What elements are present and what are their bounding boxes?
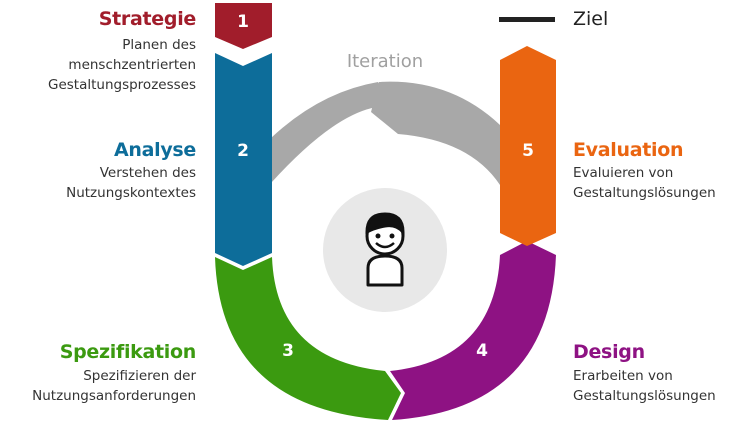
phase-4-shape bbox=[390, 241, 556, 420]
phase-2-desc-line1: Verstehen des bbox=[99, 165, 196, 181]
user-icon bbox=[365, 212, 405, 287]
phase-1-desc-line1: Planen des bbox=[122, 37, 196, 53]
phase-2-title: Analyse bbox=[113, 139, 196, 161]
phase-4-number: 4 bbox=[476, 341, 488, 361]
phase-1-desc-line3: Gestaltungsprozesses bbox=[47, 77, 196, 93]
phase-2-number: 2 bbox=[237, 141, 249, 161]
phase-1-shape bbox=[215, 3, 272, 49]
iteration-arc-right bbox=[371, 81, 500, 185]
ziel-marker bbox=[499, 17, 555, 22]
phase-5-desc-line2: Gestaltungslösungen bbox=[573, 185, 716, 201]
phase-5-number: 5 bbox=[522, 141, 534, 161]
phase-4-title: Design bbox=[573, 341, 645, 363]
iteration-label: Iteration bbox=[347, 51, 423, 72]
phase-3-desc-line2: Nutzungsanforderungen bbox=[32, 388, 196, 404]
phase-3-shape bbox=[215, 257, 401, 420]
phase-5-desc-line1: Evaluieren von bbox=[573, 165, 674, 181]
iteration-arc-left bbox=[271, 82, 394, 183]
phase-3-title: Spezifikation bbox=[59, 341, 197, 363]
phase-1-number: 1 bbox=[237, 12, 249, 32]
phase-1-title: Strategie bbox=[98, 8, 197, 30]
phase-2-desc-line2: Nutzungskontextes bbox=[66, 185, 196, 201]
phase-3-desc-line1: Spezifizieren der bbox=[83, 368, 196, 384]
ziel-label: Ziel bbox=[573, 8, 609, 30]
phase-1-desc-line2: menschzentrierten bbox=[68, 57, 196, 73]
phase-3-number: 3 bbox=[282, 341, 294, 361]
phase-4-desc-line2: Gestaltungslösungen bbox=[573, 388, 716, 404]
phase-4-desc-line1: Erarbeiten von bbox=[573, 368, 673, 384]
phase-5-title: Evaluation bbox=[573, 139, 684, 161]
phase-2-shape bbox=[215, 53, 272, 266]
phase-5-shape bbox=[500, 46, 556, 246]
